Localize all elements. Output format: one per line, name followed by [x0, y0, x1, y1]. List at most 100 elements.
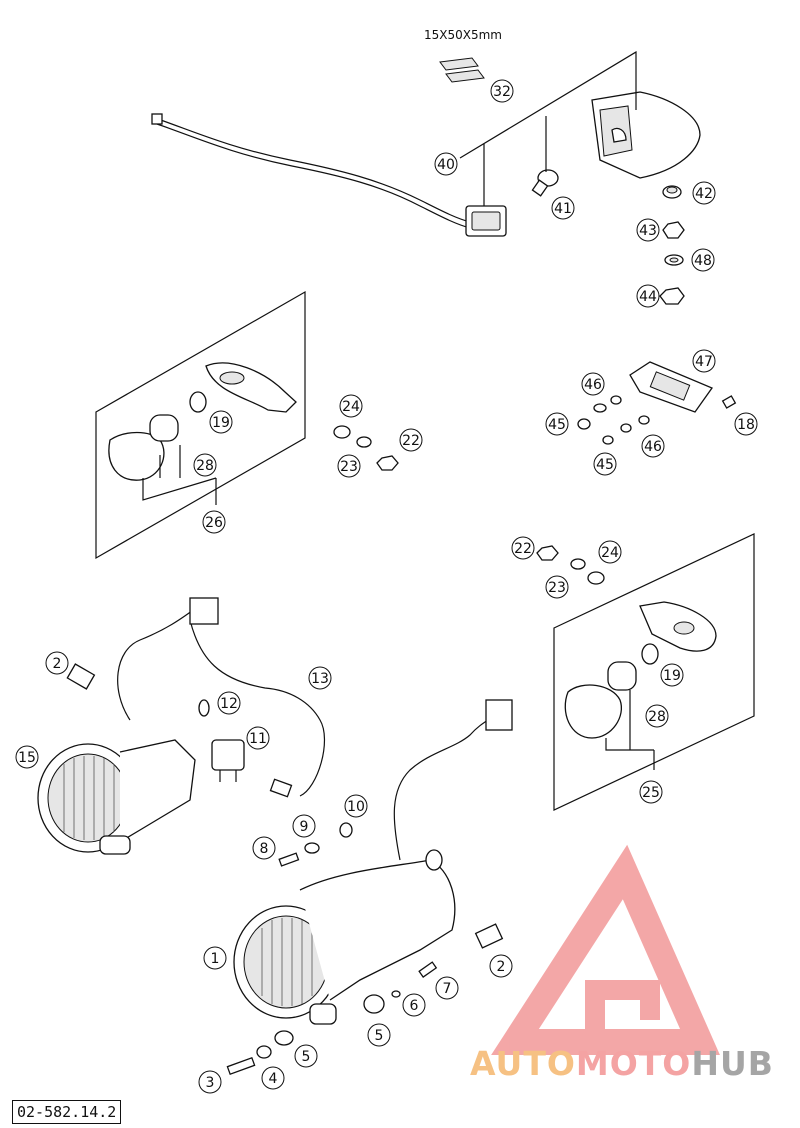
- license-plate-light: [577, 361, 737, 445]
- callout-ring: [294, 1044, 318, 1068]
- callout-c28b: 28: [645, 704, 669, 728]
- callout-c46b: 46: [641, 434, 665, 458]
- callout-ring: [45, 651, 69, 675]
- watermark-logo: [491, 844, 720, 1055]
- part-number-label: 19: [212, 415, 230, 431]
- callout-ring: [402, 993, 426, 1017]
- callout-c19b: 19: [660, 663, 684, 687]
- part-number-label: 7: [443, 981, 452, 997]
- part-number-label: 22: [402, 433, 420, 449]
- callout-c10: 10: [344, 794, 368, 818]
- part-number-label: 24: [342, 399, 360, 415]
- callout-ring: [337, 454, 361, 478]
- callout-c48: 48: [691, 248, 715, 272]
- callout-ring: [435, 976, 459, 1000]
- callout-ring: [511, 536, 535, 560]
- callout-c12: 12: [217, 691, 241, 715]
- part-number-label: 40: [437, 157, 455, 173]
- callout-ring: [193, 453, 217, 477]
- callout-ring: [598, 540, 622, 564]
- part-number-label: 4: [269, 1071, 278, 1087]
- part-number-label: 1: [211, 951, 220, 967]
- adhesive-pad-part: [439, 57, 485, 83]
- fastener-set-part: [659, 185, 685, 305]
- callout-c6: 6: [402, 993, 426, 1017]
- callout-ring: [198, 1070, 222, 1094]
- callout-ring: [489, 954, 513, 978]
- callout-c1: 1: [203, 946, 227, 970]
- callout-ring: [641, 434, 665, 458]
- part-number-label: 10: [347, 799, 365, 815]
- callout-ring: [636, 284, 660, 308]
- callout-c5a: 5: [367, 1023, 391, 1047]
- part-number-label: 32: [493, 84, 511, 100]
- callout-ring: [252, 836, 276, 860]
- callout-c42: 42: [692, 181, 716, 205]
- callout-ring: [581, 372, 605, 396]
- fog-light-part: [37, 739, 196, 855]
- part-number-label: 43: [639, 223, 657, 239]
- bulb-h-part: [66, 663, 504, 949]
- part-number-label: 8: [260, 841, 269, 857]
- callout-ring: [367, 1023, 391, 1047]
- callout-c3: 3: [198, 1070, 222, 1094]
- part-number-label: 44: [639, 289, 657, 305]
- callout-c24a: 24: [339, 394, 363, 418]
- callout-ring: [691, 248, 715, 272]
- callout-c25: 25: [639, 780, 663, 804]
- callout-c18: 18: [734, 412, 758, 436]
- part-number-label: 28: [196, 458, 214, 474]
- callout-ring: [339, 394, 363, 418]
- callout-c46a: 46: [581, 372, 605, 396]
- callout-c5b: 5: [294, 1044, 318, 1068]
- part-number-label: 45: [548, 417, 566, 433]
- main-headlight-part: [233, 849, 456, 1025]
- part-number-label: 46: [644, 439, 662, 455]
- part-number-label: 28: [648, 709, 666, 725]
- part-number-label: 5: [375, 1028, 384, 1044]
- watermark-text-hub: HUB: [691, 1044, 774, 1083]
- tail-light-assembly: [151, 50, 701, 305]
- callout-c8: 8: [252, 836, 276, 860]
- part-number-label: 47: [695, 354, 713, 370]
- part-number-label: 12: [220, 696, 238, 712]
- callout-ring: [434, 152, 458, 176]
- callout-ring: [203, 946, 227, 970]
- mounting-hardware-part: [226, 822, 438, 1076]
- callout-ring: [15, 745, 39, 769]
- part-number-label: 15: [18, 750, 36, 766]
- callout-ring: [545, 412, 569, 436]
- callout-c19a: 19: [209, 410, 233, 434]
- tail-lamp-housing-part: [591, 91, 701, 179]
- callout-c13: 13: [308, 666, 332, 690]
- part-number-label: 9: [300, 819, 309, 835]
- part-number-label: 48: [694, 253, 712, 269]
- part-number-label: 45: [596, 457, 614, 473]
- callout-ring: [734, 412, 758, 436]
- relay-part: [198, 699, 245, 782]
- callout-ring: [202, 510, 226, 534]
- callout-c47: 47: [692, 349, 716, 373]
- callout-ring: [692, 349, 716, 373]
- callout-ring: [692, 181, 716, 205]
- watermark-text-auto: AUTO: [470, 1044, 576, 1083]
- watermark-text-moto: MOTO: [575, 1044, 692, 1083]
- bulb-part: [531, 169, 559, 197]
- dimension-label: 15X50X5mm: [424, 28, 502, 42]
- part-number-label: 46: [584, 377, 602, 393]
- part-number-label: 6: [410, 998, 419, 1014]
- callout-c26: 26: [202, 510, 226, 534]
- callout-ring: [292, 814, 316, 838]
- headlight-cable-part: [117, 597, 325, 798]
- callout-c2b: 2: [489, 954, 513, 978]
- callout-c44: 44: [636, 284, 660, 308]
- part-number-label: 22: [514, 541, 532, 557]
- turn-signal-left-box: [95, 290, 306, 560]
- callout-ring: [399, 428, 423, 452]
- drawing-code-label: 02-582.14.2: [12, 1100, 122, 1124]
- callout-ring: [261, 1066, 285, 1090]
- callout-c22b: 22: [511, 536, 535, 560]
